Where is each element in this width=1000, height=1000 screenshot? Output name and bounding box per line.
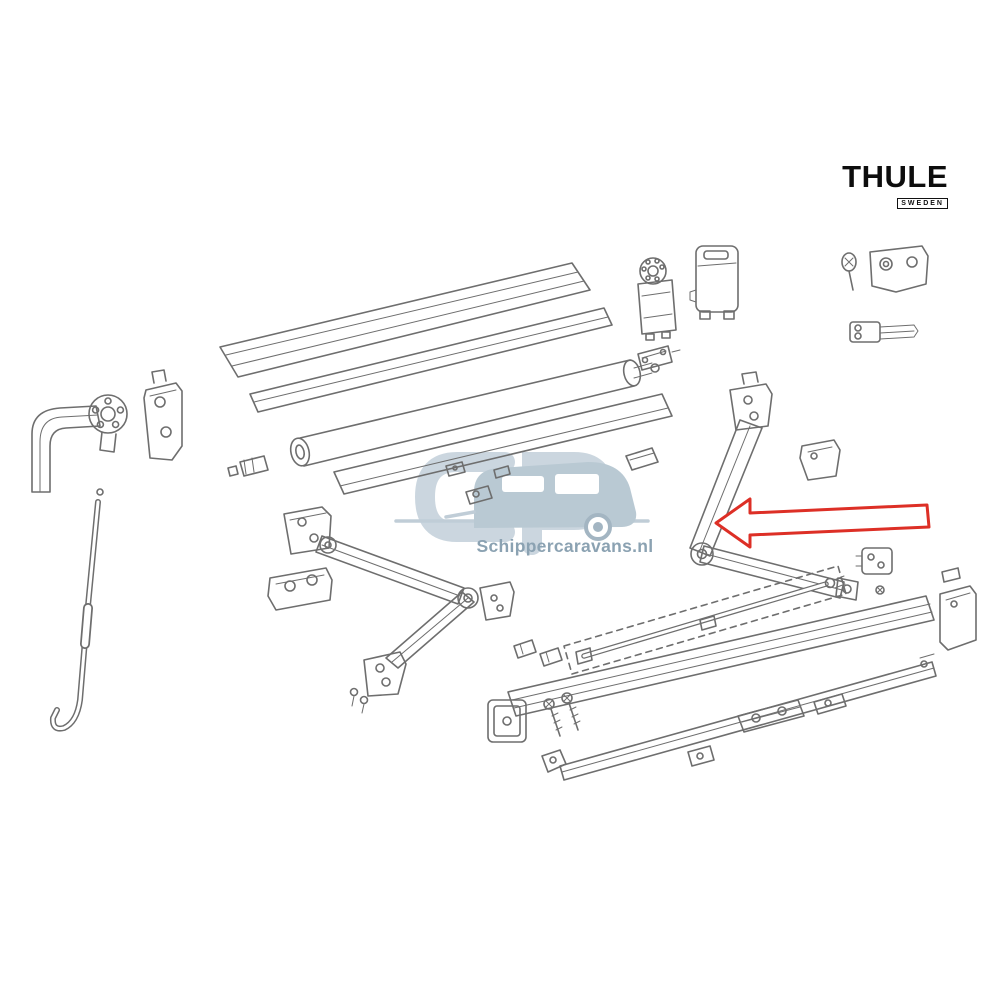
side-end-plate xyxy=(939,567,977,651)
thule-logo-sub-text: SWEDEN xyxy=(897,198,948,209)
blue-marker-dot xyxy=(550,732,555,737)
winding-cone-knob xyxy=(88,394,128,453)
assorted-clips-and-screws xyxy=(227,345,885,743)
bottom-guide-rail xyxy=(541,653,937,781)
front-flat-profile xyxy=(333,393,673,495)
wall-bracket xyxy=(143,369,183,461)
exploded-parts xyxy=(31,245,977,781)
tension-rafter xyxy=(563,565,847,675)
roller-tube xyxy=(289,359,660,467)
gearbox-unit xyxy=(637,257,677,341)
right-spring-arm xyxy=(689,371,859,601)
crank-handle-rod xyxy=(49,488,104,732)
corner-end-cap xyxy=(31,405,101,493)
screw-plate xyxy=(841,252,857,291)
mounting-rail-profile xyxy=(249,307,613,413)
watermark-site-text: Schippercaravans.nl xyxy=(476,536,654,556)
thule-logo-text: THULE xyxy=(842,159,948,194)
watermark-caravan-logo xyxy=(394,452,650,555)
arm-cover-plate xyxy=(267,567,333,611)
left-spring-arm xyxy=(283,506,479,714)
bracket-plate xyxy=(869,245,929,293)
highlight-arrow-shape xyxy=(714,497,931,549)
slider-block xyxy=(855,547,893,575)
double-pin-fitting xyxy=(849,321,919,343)
highlight-arrow xyxy=(714,497,931,549)
lead-rail-panel xyxy=(507,595,935,737)
arm-clip-cover xyxy=(799,439,841,481)
end-cover-box xyxy=(689,245,739,320)
thule-logo: THULE SWEDEN xyxy=(836,159,948,210)
top-cover-profile xyxy=(219,262,591,378)
